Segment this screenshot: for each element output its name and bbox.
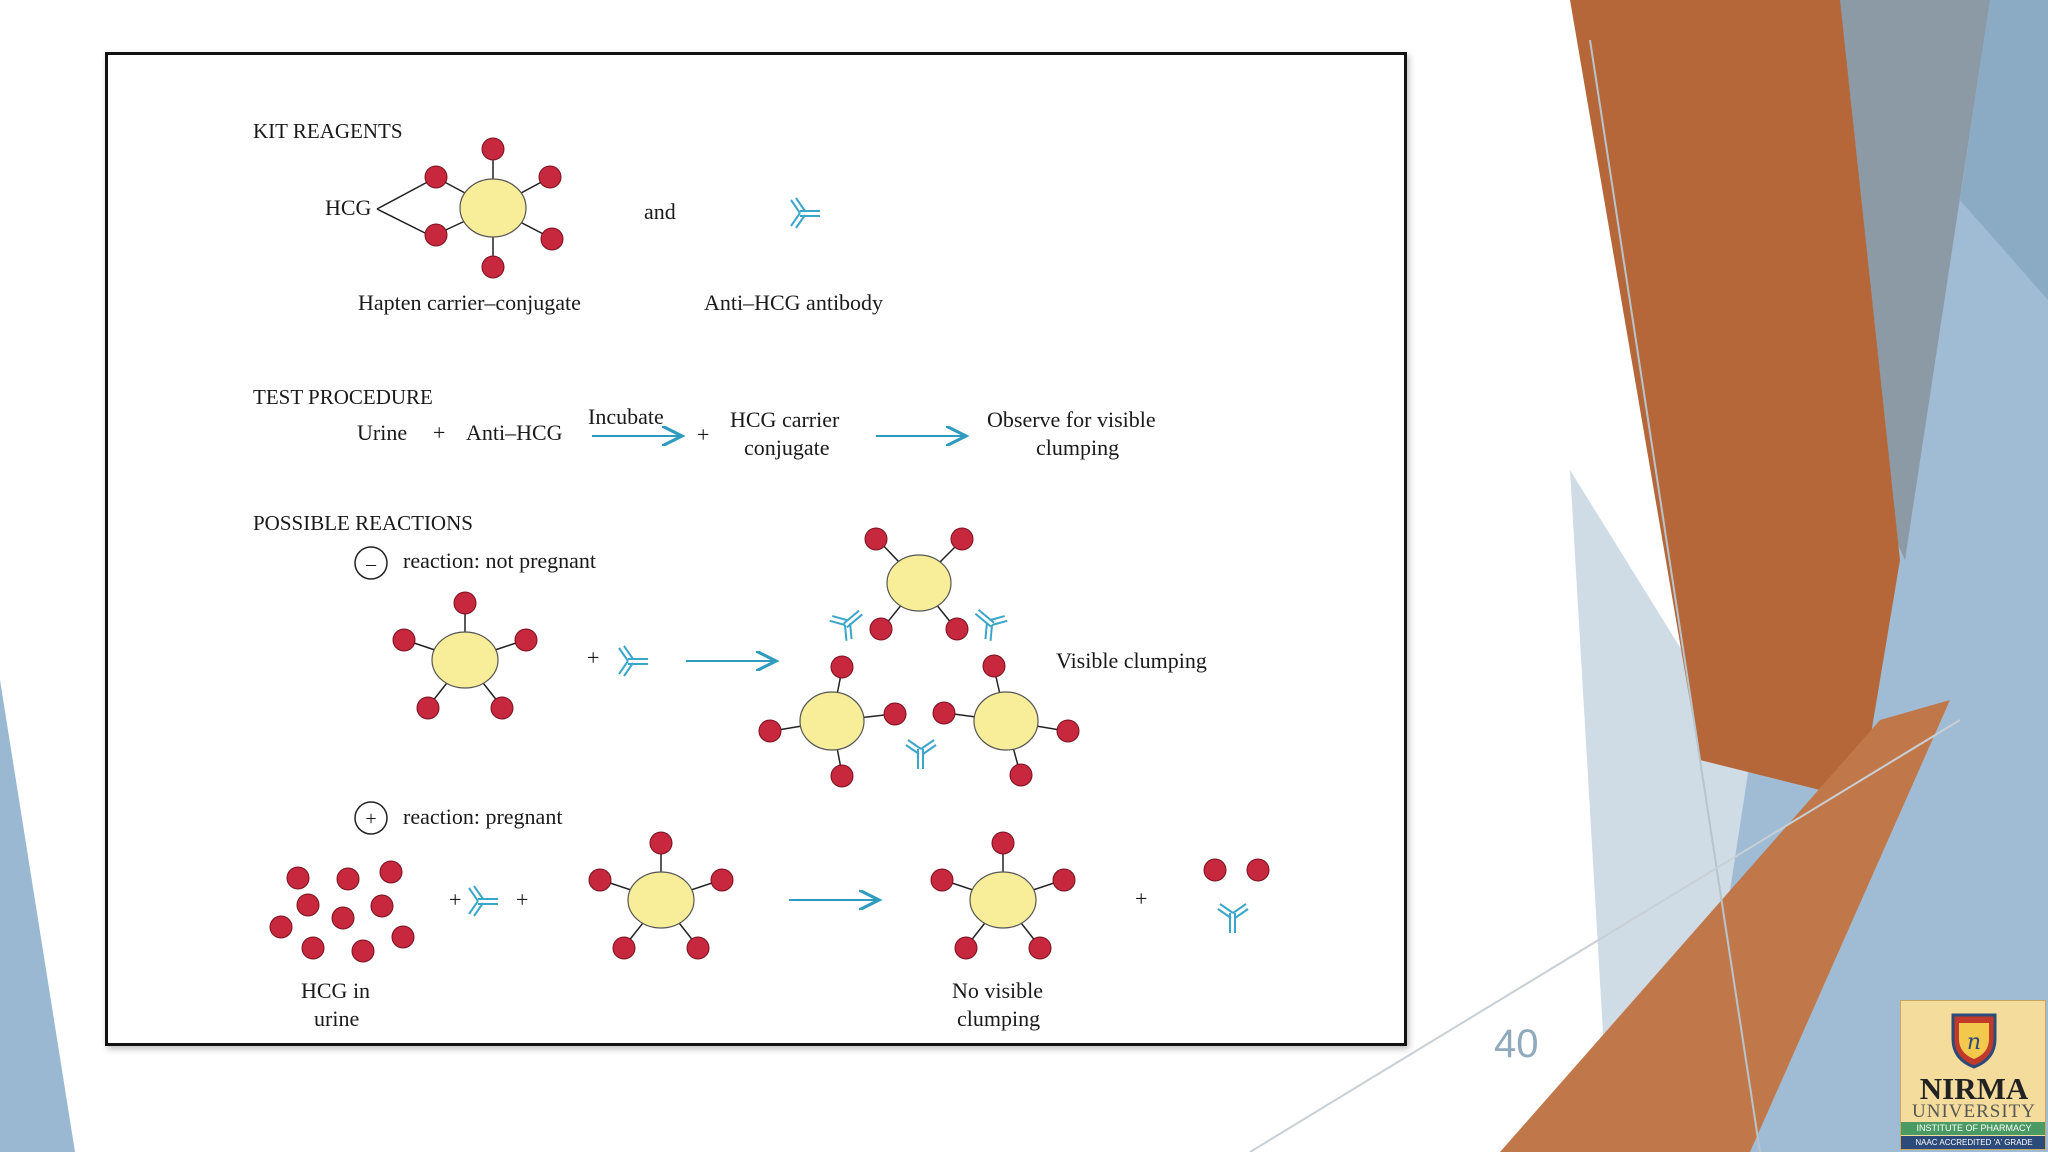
no-clumping-label: clumping [957, 1006, 1040, 1031]
svg-text:n: n [1967, 1030, 1981, 1055]
no-visible-label: No visible [952, 978, 1043, 1003]
university-crest-icon: n [1951, 1013, 1997, 1069]
plus-sign: + [587, 645, 599, 670]
antibody-icon [468, 885, 499, 917]
deco-orange-band [1570, 0, 1900, 800]
hapten-carrier-conjugate [930, 831, 1076, 960]
antibody-caption: Anti–HCG antibody [704, 290, 883, 315]
antibody-icon [618, 645, 649, 677]
plus-sign: + [697, 422, 709, 447]
conjugate-label: conjugate [744, 435, 830, 460]
hapten-carrier-conjugate [392, 591, 538, 720]
slide-page-number: 40 [1494, 1022, 1539, 1066]
antibody-bound-hcg [1203, 858, 1270, 934]
visible-clumping-label: Visible clumping [1056, 648, 1207, 673]
logo-name: NIRMA [1919, 1071, 2029, 1106]
logo-institute: INSTITUTE OF PHARMACY [1901, 1122, 2045, 1135]
plus-sign: + [449, 887, 461, 912]
plus-sign: + [516, 887, 528, 912]
visible-clump [758, 527, 1080, 788]
kit-reagents-heading: KIT REAGENTS [253, 119, 403, 143]
possible-reactions-heading: POSSIBLE REACTIONS [253, 511, 473, 535]
hcg-label: HCG [325, 195, 372, 220]
logo-accreditation: NAAC ACCREDITED 'A' GRADE [1901, 1136, 2045, 1149]
test-procedure-heading: TEST PROCEDURE [253, 385, 433, 409]
and-label: and [644, 199, 676, 224]
deco-dark-blue-edge [1960, 0, 2048, 300]
nirma-university-logo: n NIRMA UNIVERSITY INSTITUTE OF PHARMACY… [1900, 1000, 2046, 1150]
hcg-carrier-label: HCG carrier [730, 407, 840, 432]
conjugate-caption: Hapten carrier–conjugate [358, 290, 581, 315]
observe-label: Observe for visible [987, 407, 1156, 432]
plus-sign: + [433, 420, 445, 445]
positive-reaction-label: reaction: pregnant [403, 804, 562, 829]
anti-hcg-label: Anti–HCG [466, 420, 563, 445]
anti-hcg-antibody-icon [790, 197, 821, 229]
positive-sign-icon: + [354, 801, 388, 835]
hapten-carrier-conjugate [424, 137, 564, 279]
logo-subtitle: UNIVERSITY [1912, 1101, 2036, 1122]
plus-sign: + [1135, 886, 1147, 911]
deco-thin-line-1 [1589, 39, 1761, 1152]
negative-reaction-label: reaction: not pregnant [403, 548, 596, 573]
deco-thin-line-2 [1249, 719, 1961, 1152]
urine-caption: urine [314, 1006, 359, 1031]
hcg-pregnancy-test-figure: KIT REAGENTS HCG and Hapten carrier–conj… [105, 52, 1407, 1046]
clumping-label: clumping [1036, 435, 1119, 460]
deco-left-blue-wedge [0, 680, 75, 1152]
hapten-carrier-conjugate [588, 831, 734, 960]
urine-label: Urine [357, 420, 407, 445]
incubate-label: Incubate [588, 404, 664, 429]
svg-text:–: – [365, 553, 377, 575]
hcg-in-urine-label: HCG in [301, 978, 370, 1003]
svg-text:+: + [365, 808, 376, 830]
free-hcg-molecules [269, 860, 415, 963]
negative-sign-icon: – [354, 546, 388, 580]
